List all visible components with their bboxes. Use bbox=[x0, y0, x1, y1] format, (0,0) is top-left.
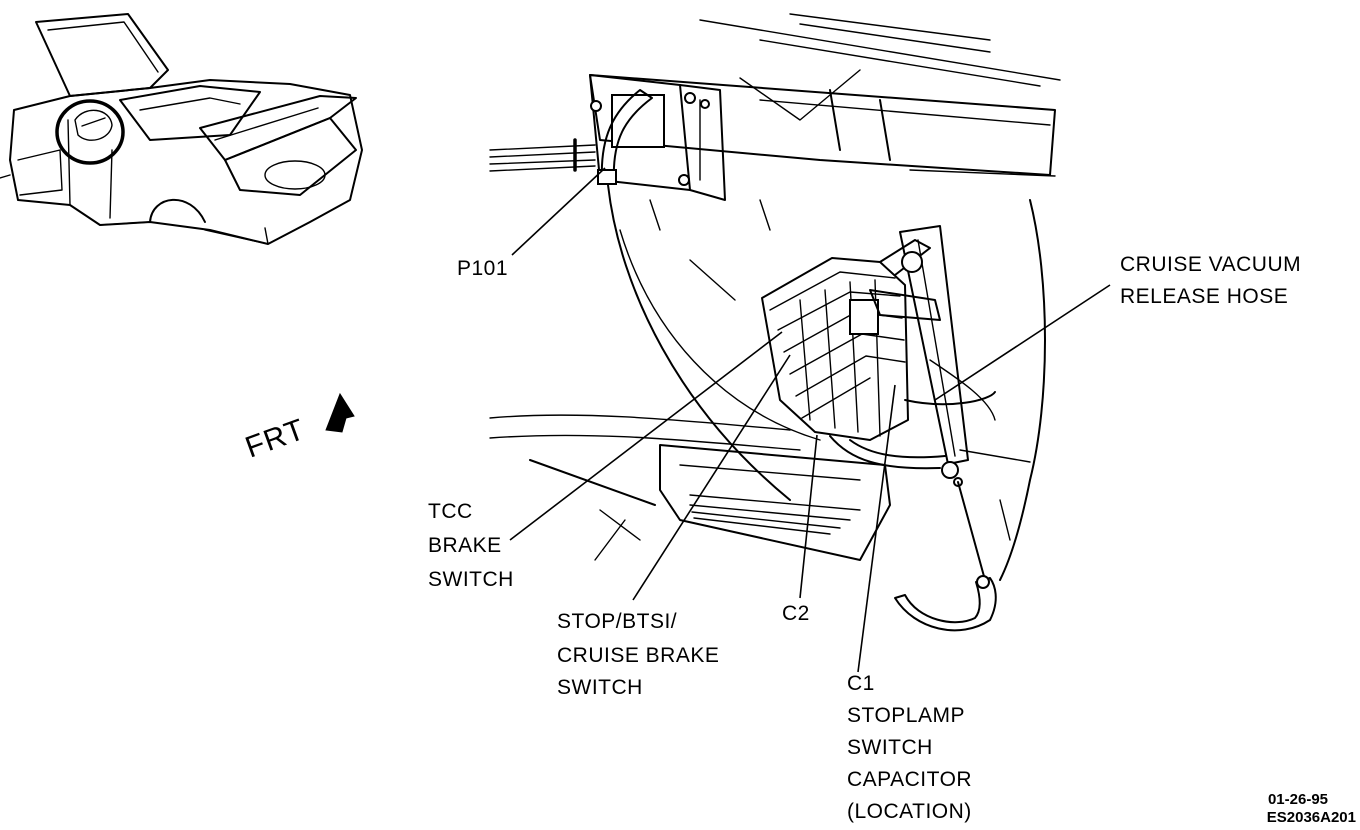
vehicle-locator-illustration bbox=[0, 13, 363, 245]
leader-lines bbox=[509, 167, 1111, 673]
leader-tcc bbox=[509, 331, 783, 541]
leader-p101 bbox=[511, 167, 606, 256]
label-cruise-vacuum-line1: CRUISE VACUUM bbox=[1120, 253, 1301, 276]
label-p101: P101 bbox=[457, 257, 508, 280]
leader-cruise-vacuum bbox=[934, 284, 1111, 401]
leader-c2 bbox=[799, 434, 818, 599]
label-c2: C2 bbox=[782, 602, 810, 625]
leader-c1 bbox=[857, 384, 896, 673]
label-stop-line1: STOP/BTSI/ bbox=[557, 610, 677, 633]
label-c1-line5: (LOCATION) bbox=[847, 800, 972, 823]
pedal-bracket-illustration bbox=[489, 13, 1061, 632]
figure-id-code: ES2036A201 bbox=[1267, 809, 1356, 826]
label-c1-line1: C1 bbox=[847, 672, 875, 695]
label-stop-line3: SWITCH bbox=[557, 676, 643, 699]
front-arrow-icon bbox=[325, 392, 355, 433]
callout-labels: P101 CRUISE VACUUM RELEASE HOSE TCC BRAK… bbox=[428, 253, 1356, 826]
label-cruise-vacuum-line2: RELEASE HOSE bbox=[1120, 285, 1288, 308]
frt-label: FRT bbox=[241, 413, 309, 465]
label-c1-line4: CAPACITOR bbox=[847, 768, 972, 791]
label-c1-line2: STOPLAMP bbox=[847, 704, 965, 727]
label-stop-line2: CRUISE BRAKE bbox=[557, 644, 719, 667]
label-c1-line3: SWITCH bbox=[847, 736, 933, 759]
label-tcc-line2: BRAKE bbox=[428, 534, 502, 557]
label-tcc-line1: TCC bbox=[428, 500, 473, 523]
label-tcc-line3: SWITCH bbox=[428, 568, 514, 591]
front-direction-indicator: FRT bbox=[241, 392, 355, 465]
date-code: 01-26-95 bbox=[1268, 791, 1328, 808]
leader-stop-btsi bbox=[632, 354, 791, 601]
